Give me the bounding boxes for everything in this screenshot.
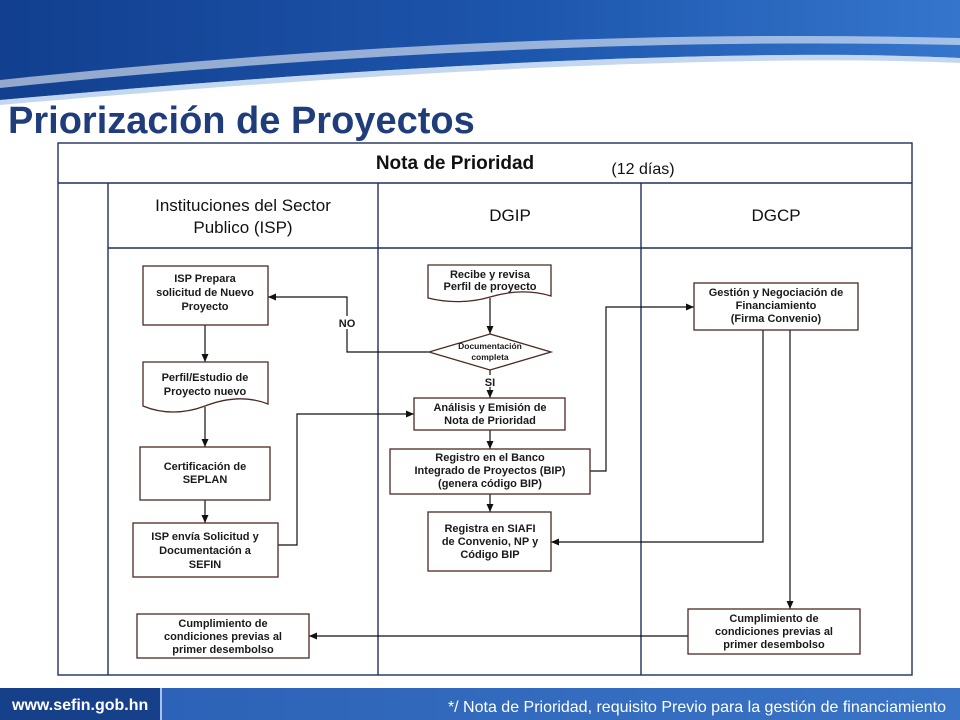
- node-text: Registro en el Banco: [435, 452, 545, 464]
- process-box: [413, 397, 566, 431]
- edge-label-no: NO: [337, 316, 358, 330]
- node-text: Financiamiento: [736, 300, 817, 312]
- node-registra-siafi: Registra en SIAFI de Convenio, NP y Códi…: [427, 511, 552, 572]
- process-box: [142, 265, 269, 326]
- node-text: (genera código BIP): [438, 478, 542, 490]
- node-text: completa: [471, 352, 509, 362]
- node-text: Registra en SIAFI: [444, 523, 535, 535]
- node-text: condiciones previas al: [164, 631, 282, 643]
- node-text: SEFIN: [189, 559, 221, 571]
- lane-headers: Instituciones del Sector Publico (ISP) D…: [155, 196, 800, 237]
- process-box: [132, 522, 279, 578]
- decision-diamond: [426, 333, 554, 371]
- node-perfil-estudio: Perfil/Estudio de Proyecto nuevo: [142, 361, 269, 413]
- node-analisis-emision: Análisis y Emisión de Nota de Prioridad: [413, 397, 566, 431]
- node-text: Perfil/Estudio de: [162, 372, 249, 384]
- edge-label-si-bg: [482, 375, 498, 387]
- edge-label-no-text: NO: [339, 318, 356, 330]
- node-text: Gestión y Negociación de: [709, 287, 843, 299]
- node-text: ISP envía Solicitud y: [151, 531, 259, 543]
- node-cumplimiento-dgcp: Cumplimiento de condiciones previas al p…: [687, 608, 861, 655]
- arrow-registro-to-gestion: [590, 303, 694, 472]
- process-box: [139, 446, 271, 501]
- diagram-frame: [57, 142, 913, 676]
- node-text: de Convenio, NP y: [442, 536, 539, 548]
- node-text: solicitud de Nuevo: [156, 287, 254, 299]
- header-edge-highlight: [0, 54, 960, 105]
- footer-site-block: [0, 688, 160, 720]
- process-box: [427, 511, 552, 572]
- node-documentacion-completa: Documentación completa: [426, 333, 554, 371]
- header-swoosh: [0, 35, 960, 88]
- node-isp-prepara: ISP Prepara solicitud de Nuevo Proyecto: [142, 265, 269, 326]
- node-registro-bip: Registro en el Banco Integrado de Proyec…: [389, 448, 591, 495]
- duration-label: (12 días): [611, 161, 674, 178]
- node-text: Proyecto: [181, 301, 228, 313]
- footer-divider: [160, 688, 162, 720]
- node-cumplimiento-isp: Cumplimiento de condiciones previas al p…: [136, 613, 310, 659]
- node-text: (Firma Convenio): [731, 313, 822, 325]
- process-box: [136, 613, 310, 659]
- edge-label-no-bg: [337, 316, 358, 329]
- process-box: [389, 448, 591, 495]
- node-text: Documentación a: [159, 545, 252, 557]
- swimlane-grid: [57, 142, 913, 676]
- node-certificacion: Certificación de SEPLAN: [139, 446, 271, 501]
- node-text: Perfil de proyecto: [444, 281, 537, 293]
- node-text: ISP Prepara: [174, 273, 236, 285]
- node-gestion-negociacion: Gestión y Negociación de Financiamiento …: [693, 282, 859, 331]
- lane-header-dgip: DGIP: [489, 206, 531, 225]
- page-title: Priorización de Proyectos: [8, 100, 475, 142]
- node-text: Proyecto nuevo: [164, 386, 247, 398]
- flow-arrows: [201, 293, 794, 640]
- node-text: Cumplimiento de: [178, 618, 267, 630]
- process-box: [693, 282, 859, 331]
- footer-note: */ Nota de Prioridad, requisito Previo p…: [448, 699, 946, 716]
- node-text: primer desembolso: [172, 644, 274, 656]
- node-text: Cumplimiento de: [729, 613, 818, 625]
- process-box: [687, 608, 861, 655]
- document-shape: [142, 361, 269, 413]
- node-text: Certificación de: [164, 461, 247, 473]
- node-text: primer desembolso: [723, 639, 825, 651]
- node-text: Documentación: [458, 341, 522, 351]
- diagram-header: Nota de Prioridad: [376, 153, 534, 174]
- edge-label-si-text: SI: [485, 377, 495, 389]
- arrow-gestion-to-siafi: [551, 330, 764, 546]
- footer-band: www.sefin.gob.hn */ Nota de Prioridad, r…: [0, 688, 960, 720]
- footer-website: www.sefin.gob.hn: [11, 697, 148, 714]
- lane-header-isp-line2: Publico (ISP): [193, 218, 292, 237]
- header-band: [0, 0, 960, 105]
- node-text: SEPLAN: [183, 474, 228, 486]
- node-text: Nota de Prioridad: [444, 415, 536, 427]
- node-recibe-revisa: Recibe y revisa Perfil de proyecto: [427, 264, 552, 303]
- node-text: Recibe y revisa: [450, 269, 531, 281]
- node-isp-envia: ISP envía Solicitud y Documentación a SE…: [132, 522, 279, 578]
- lane-header-isp-line1: Instituciones del Sector: [155, 196, 331, 215]
- node-text: Análisis y Emisión de: [433, 402, 546, 414]
- node-text: condiciones previas al: [715, 626, 833, 638]
- lane-header-dgcp: DGCP: [751, 206, 800, 225]
- node-text: Código BIP: [460, 549, 519, 561]
- node-text: Integrado de Proyectos (BIP): [415, 465, 566, 477]
- edge-label-si: SI: [482, 375, 498, 389]
- arrow-envia-to-analisis: [278, 410, 414, 546]
- document-shape: [427, 264, 552, 303]
